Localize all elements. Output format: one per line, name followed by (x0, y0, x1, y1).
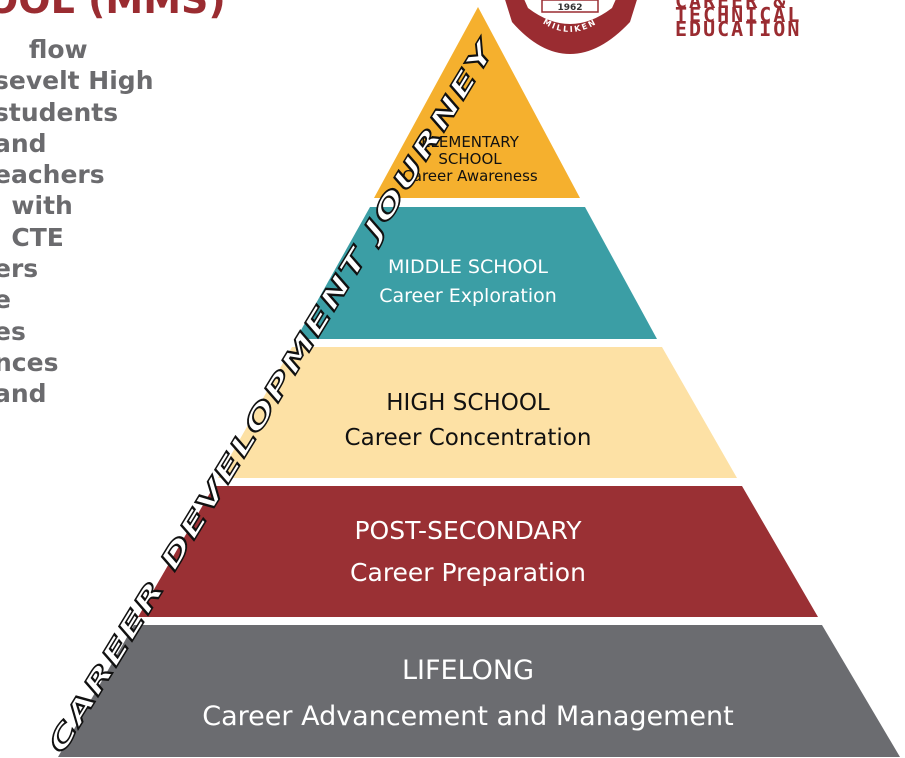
tier-elementary-label: ELEMENTARY SCHOOL Career Awareness (402, 134, 537, 185)
tier-middle-label: MIDDLE SCHOOL Career Exploration (379, 253, 557, 311)
tier-elementary-title-1: ELEMENTARY (421, 133, 519, 151)
tier-high-subtitle: Career Concentration (344, 425, 592, 451)
tier-high-title: HIGH SCHOOL (386, 390, 550, 416)
left-text-line: sevelt High (0, 66, 154, 96)
cte-wordmark: CAREER & TECHNICAL EDUCATION (675, 0, 895, 41)
tier-middle-shape (296, 207, 657, 339)
left-text-line: ers (0, 254, 39, 284)
left-text-line: and (0, 128, 47, 158)
left-text-line: es (0, 316, 26, 346)
tier-high-shape (218, 347, 737, 478)
left-text-line: eachers (0, 160, 105, 190)
left-text-line: students (0, 97, 119, 127)
tier-high-label: HIGH SCHOOL Career Concentration (345, 386, 592, 456)
tier-lifelong-title: LIFELONG (401, 655, 535, 686)
left-text-line: e (0, 285, 11, 315)
cte-line: EDUCATION (675, 17, 802, 41)
section-heading: OOL (MMS) (0, 0, 226, 22)
left-description-text: flow sevelt High students and eachers wi… (0, 34, 224, 410)
tier-lifelong-subtitle: Career Advancement and Management (202, 701, 734, 732)
tier-elementary-subtitle: Career Awareness (402, 167, 538, 185)
tier-postsecondary-title: POST-SECONDARY (354, 516, 582, 545)
tier-middle-subtitle: Career Exploration (379, 285, 557, 307)
tier-postsecondary-label: POST-SECONDARY Career Preparation (350, 510, 586, 594)
tier-elementary-shape (374, 7, 580, 198)
left-text-line: CTE (0, 222, 64, 252)
left-text-line: flow (0, 35, 88, 64)
cte-line: TECHNICAL (675, 3, 802, 27)
left-text-line: and (0, 379, 47, 409)
tier-middle-title: MIDDLE SCHOOL (387, 256, 548, 278)
tier-postsecondary-subtitle: Career Preparation (350, 558, 586, 587)
left-text-line: nces (0, 347, 59, 377)
tier-postsecondary-shape (138, 486, 818, 617)
milliken-logo: 1962 MILLIKEN (505, 0, 637, 54)
tier-elementary-title-2: SCHOOL (438, 150, 502, 168)
logo-year: 1962 (557, 3, 582, 13)
left-text-line: with (0, 191, 73, 221)
tier-lifelong-shape (58, 625, 900, 757)
tier-lifelong-label: LIFELONG Career Advancement and Manageme… (202, 648, 733, 740)
cte-line: CAREER & (675, 0, 788, 13)
